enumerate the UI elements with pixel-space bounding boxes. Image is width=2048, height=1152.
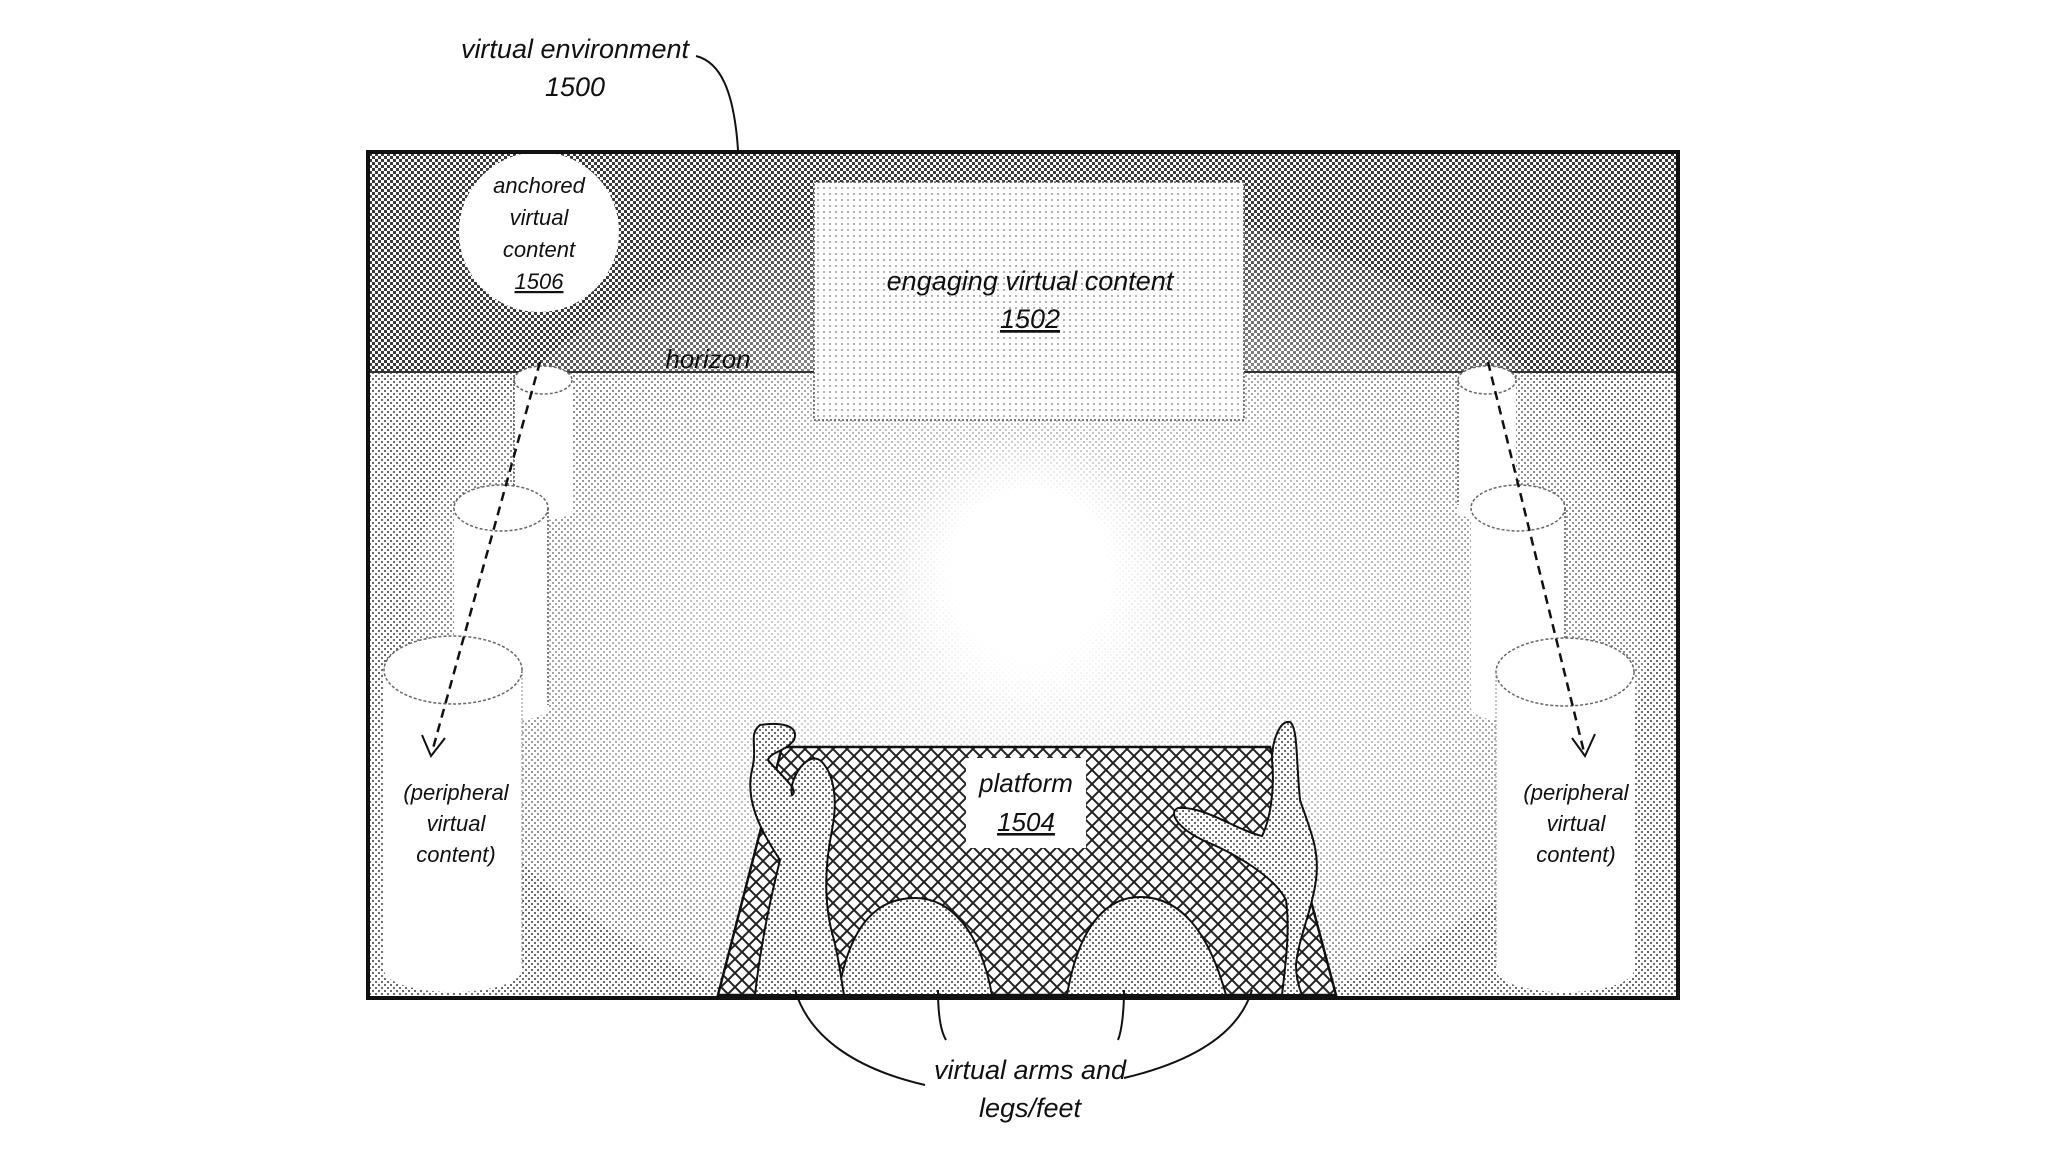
peripheral-content-right: (peripheral virtual content) [1457,361,1635,992]
peripheral-left-line-1: (peripheral [403,780,509,805]
arrowhead-right-icon [1571,733,1596,758]
leader-arm-left [794,989,926,1086]
virtual-arm-left [749,722,846,996]
horizon-label: horizon [665,344,750,374]
virtual-leg-right [1065,895,1228,996]
platform-ref: 1504 [997,807,1055,837]
motion-arrow-left [430,361,542,753]
body-callout-line-2: legs/feet [979,1093,1083,1123]
engaging-content-label: engaging virtual content [887,266,1175,296]
engaging-content-ref: 1502 [1000,304,1060,334]
body-callout-line-1: virtual arms and [934,1055,1127,1085]
motion-arrow-right [1486,361,1586,753]
anchored-content-line-2: virtual [510,205,570,230]
leader-leg-right [1117,989,1125,1041]
engaging-content-panel: engaging virtual content 1502 [813,181,1245,421]
virtual-arm-right [1173,720,1318,996]
arrowhead-left-icon [421,734,446,758]
leader-arm-right [1123,989,1253,1079]
environment-leader-line [695,55,739,151]
platform-label-box [966,758,1086,848]
peripheral-left-line-2: virtual [427,811,487,836]
body-callout: virtual arms and legs/feet [794,989,1253,1123]
environment-border [366,150,1680,1000]
anchored-content-line-3: content [503,237,576,262]
engaging-content-box [813,181,1245,421]
cylinder-left-near [383,635,523,992]
peripheral-right-line-3: content) [1536,842,1616,867]
leader-leg-left [937,989,947,1041]
peripheral-left-line-3: content) [416,842,496,867]
environment-ref: 1500 [545,72,605,102]
anchored-content: anchored virtual content 1506 [459,152,619,312]
peripheral-content-left: (peripheral virtual content) [383,361,573,992]
peripheral-right-line-1: (peripheral [1523,780,1629,805]
virtual-leg-left [836,896,994,996]
anchored-content-circle [459,152,619,312]
platform: platform 1504 [716,720,1338,997]
focus-glow [890,430,1170,710]
anchored-content-line-1: anchored [493,173,586,198]
platform-label: platform [978,768,1073,798]
environment-title: virtual environment [461,34,691,64]
peripheral-right-line-2: virtual [1547,811,1607,836]
anchored-content-ref: 1506 [515,269,565,294]
